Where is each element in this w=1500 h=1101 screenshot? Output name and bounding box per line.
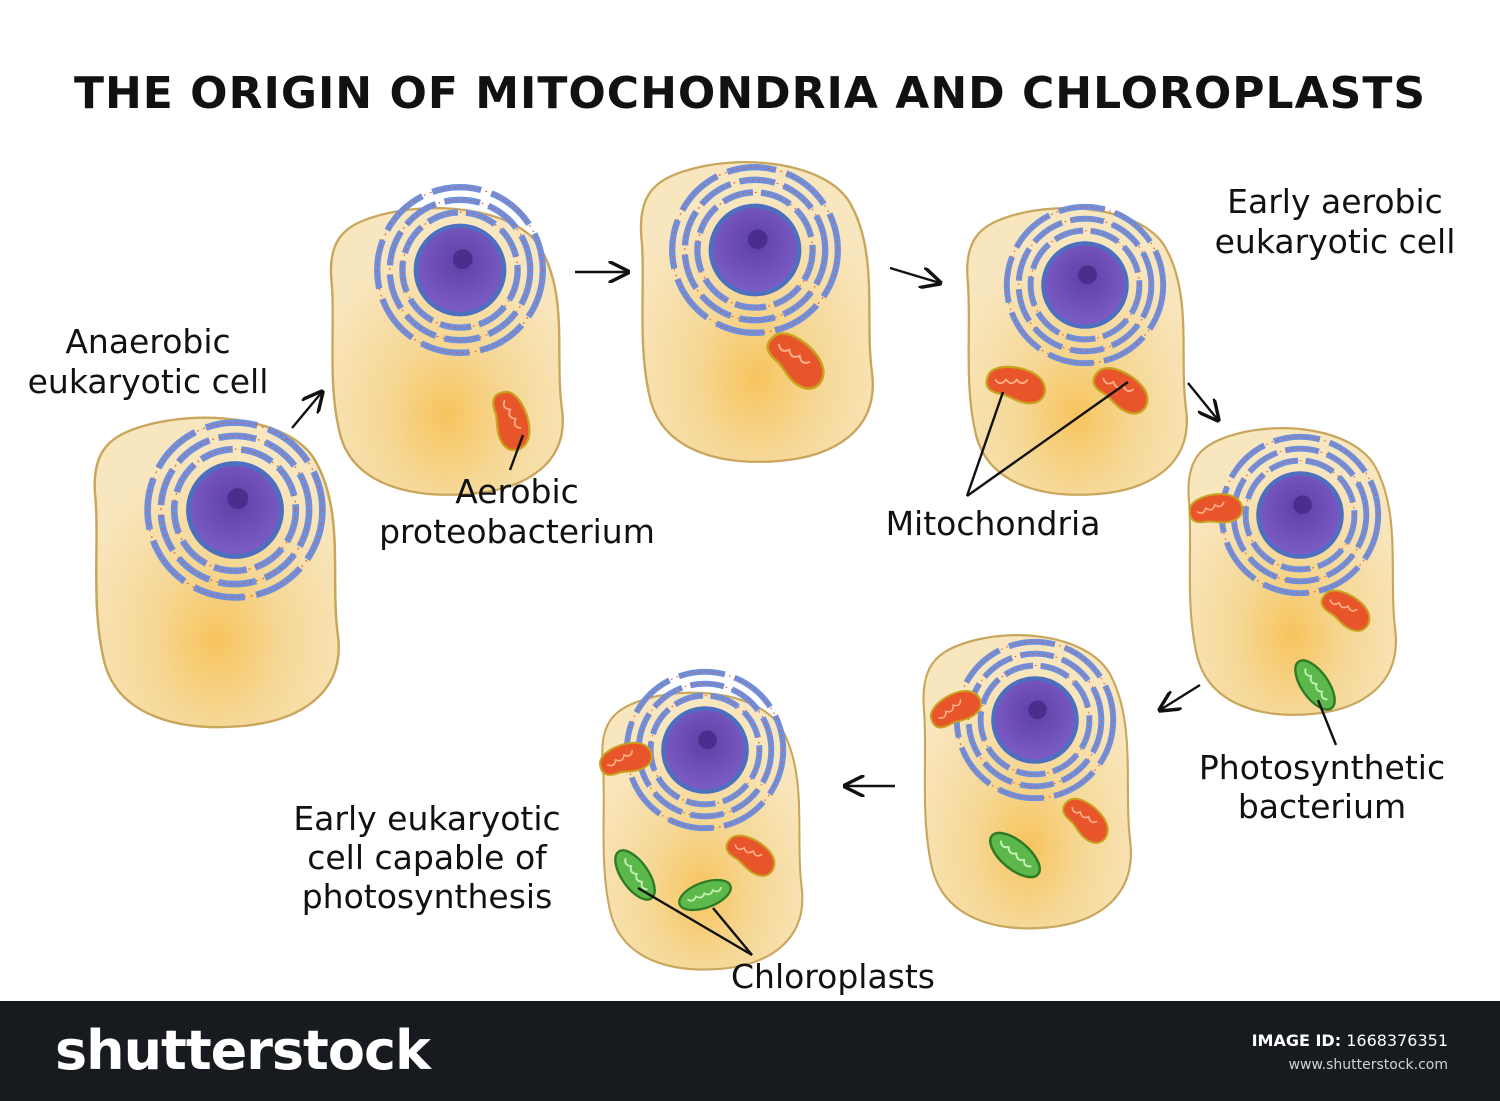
diagram-title: THE ORIGIN OF MITOCHONDRIA AND CHLOROPLA…	[74, 68, 1426, 119]
labels: Anaerobic eukaryotic cell Aerobic proteo…	[28, 182, 1456, 996]
label-early-aerobic-line2: eukaryotic cell	[1215, 222, 1456, 261]
label-early-photo-line2: cell capable of	[307, 838, 548, 877]
pointer-photosynthetic	[1316, 699, 1338, 746]
cell-proteobacterium-engulfed	[639, 160, 874, 464]
label-anaerobic-line1: Anaerobic	[65, 322, 230, 361]
label-mitochondria: Mitochondria	[886, 504, 1101, 543]
arrow-step3	[889, 266, 940, 283]
label-early-photo-line1: Early eukaryotic	[293, 799, 560, 838]
label-anaerobic-line2: eukaryotic cell	[28, 362, 269, 401]
pointer-chloroplast-right	[712, 907, 753, 956]
cell-photosynthetic-engulfed	[922, 634, 1133, 930]
pointer-mitochondria-left	[965, 391, 1005, 497]
arrow-step1	[291, 392, 322, 429]
label-early-photo-line3: photosynthesis	[302, 877, 553, 916]
cell-anaerobic	[93, 416, 340, 729]
diagram-canvas: THE ORIGIN OF MITOCHONDRIA AND CHLOROPLA…	[28, 68, 1456, 996]
label-early-aerobic-line1: Early aerobic	[1227, 182, 1443, 221]
stock-footer-bar: shutterstock IMAGE ID: 1668376351 www.sh…	[0, 1001, 1500, 1101]
cell-engulfing-photosynthetic-bacterium	[1184, 427, 1398, 718]
brand-logo: shutterstock	[55, 1019, 431, 1082]
cell-engulfing-proteobacterium	[329, 187, 564, 496]
image-id-value: 1668376351	[1346, 1031, 1448, 1050]
arrow-step5	[1160, 683, 1201, 710]
image-id: IMAGE ID: 1668376351	[1252, 1031, 1448, 1050]
pointer-lines	[508, 381, 1338, 957]
pointer-proteobacterium	[508, 434, 525, 471]
site-url: www.shutterstock.com	[1288, 1057, 1448, 1073]
image-id-label: IMAGE ID:	[1251, 1031, 1342, 1050]
pointer-mitochondria-right	[966, 381, 1129, 497]
arrow-step4	[1187, 382, 1218, 420]
label-chloroplasts: Chloroplasts	[731, 957, 935, 996]
label-aerobic-line2: proteobacterium	[379, 512, 655, 551]
label-photosynthetic-line1: Photosynthetic	[1199, 748, 1445, 787]
arrows	[291, 266, 1218, 786]
cell-early-aerobic	[966, 207, 1188, 496]
pointer-chloroplast-left	[637, 886, 753, 957]
label-photosynthetic-line2: bacterium	[1238, 787, 1406, 826]
label-aerobic-line1: Aerobic	[455, 472, 579, 511]
